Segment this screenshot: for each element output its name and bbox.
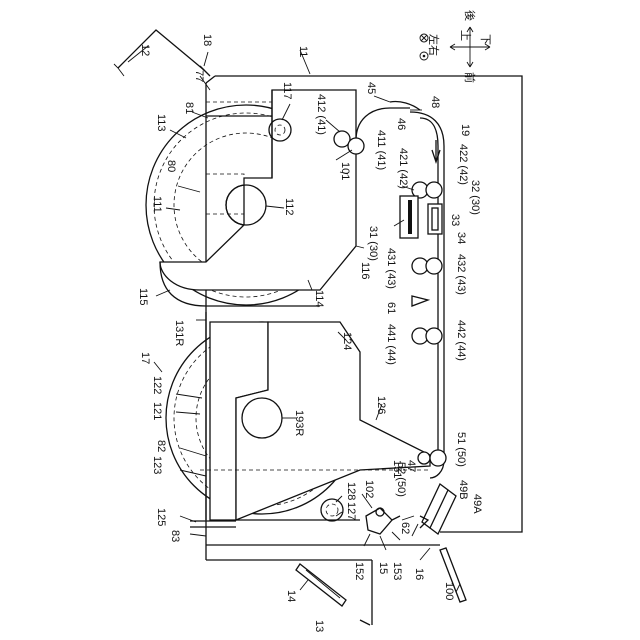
dot-mark-icon [423,55,426,58]
label-49A: 49A [471,494,483,514]
label-100: 100 [443,582,455,600]
label-412: 412 (41) [315,94,327,135]
label-12: 12 [139,44,151,56]
label-153: 153 [391,562,403,580]
cutter-link [392,516,400,520]
cutter-152 [402,516,414,520]
label-432: 432 (43) [455,254,467,295]
label-117: 117 [281,82,293,100]
label-112: 112 [283,198,295,216]
orientation-down: 下 [479,34,492,45]
label-102: 102 [363,480,375,498]
label-32: 32 (30) [469,180,481,215]
label-121: 121 [151,402,163,420]
label-114: 114 [313,290,325,308]
label-49B: 49B [457,480,469,500]
guide-45 [390,101,420,110]
orientation-front: 前 [463,72,477,83]
label-77: 77 [193,70,205,82]
label-62: 62 [399,522,411,534]
label-193R: 193R [293,410,305,436]
orientation-indicator: 左右 上 下 後 前 [420,10,492,83]
platen-34 [432,208,438,230]
label-16: 16 [413,568,425,580]
label-48: 48 [429,96,441,108]
label-127: 127 [345,502,357,520]
label-124: 124 [341,332,353,350]
roller-127 [321,499,343,521]
label-61: 61 [385,302,397,314]
label-34: 34 [455,232,467,244]
roller-127-axis [326,504,338,516]
label-442: 442 (44) [455,320,467,361]
sensor-61 [412,296,428,306]
label-421: 421 (42) [397,148,409,189]
head-31-core [408,200,412,234]
roller-411 [348,138,364,154]
label-113: 113 [155,114,167,132]
label-115: 115 [137,288,149,306]
label-131R: 131R [173,320,185,346]
cover-12 [118,30,204,70]
label-128: 128 [345,482,357,500]
path-inner [420,118,438,460]
label-81: 81 [183,102,195,114]
label-18: 18 [201,34,213,46]
label-46: 46 [395,118,407,130]
cutter-15 [366,508,392,534]
orientation-left-right: 左右 [427,34,441,56]
tray-14-inner [306,570,340,598]
label-80: 80 [165,160,177,172]
label-51: 51 (50) [455,432,467,467]
label-52: 52 (50) [395,462,407,497]
roller-422 [426,182,442,198]
housing-corner [206,76,215,83]
label-101: 101 [339,162,351,180]
label-45: 45 [365,82,377,94]
roller-51 [430,450,446,466]
orientation-back: 後 [463,10,477,21]
spindle-holder-dashed [206,174,244,214]
label-83: 83 [169,530,181,542]
path-outer [410,112,444,478]
label-15: 15 [377,562,389,574]
label-116: 116 [359,262,371,280]
label-31: 31 (30) [367,226,379,261]
cover-12-tip [114,64,124,76]
label-123: 123 [151,456,163,474]
label-14: 14 [285,590,297,602]
label-13: 13 [313,620,325,632]
cross-mark-icon [421,35,427,41]
label-17: 17 [139,352,151,364]
label-411: 411 (41) [375,130,387,170]
label-19: 19 [459,124,471,136]
label-82: 82 [155,440,167,452]
label-125: 125 [155,508,167,526]
label-152: 152 [353,562,365,580]
label-33: 33 [449,214,461,226]
label-431: 431 (43) [385,248,397,289]
roller-52 [418,452,430,464]
label-122: 122 [151,376,163,394]
label-441: 441 (44) [385,324,397,365]
label-111: 111 [151,196,163,213]
roller-432 [426,258,442,274]
arrow-17 [154,362,162,372]
tray-13 [360,620,370,625]
label-126: 126 [375,396,387,414]
label-422: 422 (42) [457,144,469,185]
label-11: 11 [297,46,309,57]
orientation-up: 上 [459,30,472,41]
roller-442 [426,328,442,344]
